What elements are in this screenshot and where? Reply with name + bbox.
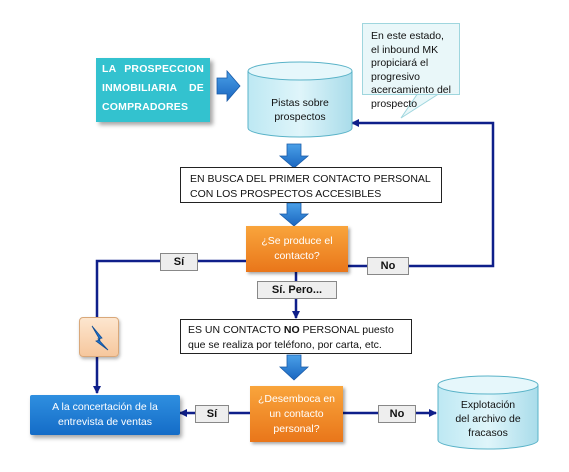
lightning-icon [91,325,109,351]
down-arrow-icon [278,143,310,169]
personal-question-line-3: personal? [273,422,320,435]
first-contact-line-2: CON LOS PROSPECTOS ACCESIBLES [190,188,382,200]
inbound-callout: En este estado, el inbound MK propiciará… [362,23,460,110]
personal-question-line-1: ¿Desemboca en [257,392,336,405]
failures-line-1: Explotación [460,399,516,411]
prospection-line-1: LA PROSPECCION [102,63,204,75]
leads-label: Pistas sobre prospectos [250,96,350,124]
interview-line-2: entrevista de ventas [58,416,152,428]
contact-question-box: ¿Se produce el contacto? [246,226,348,272]
failures-label: Explotación del archivo de fracasos [438,398,538,440]
leads-cylinder [247,61,353,138]
leads-line-1: Pistas sobre [271,97,329,109]
impersonal-contact-line-1: ES UN CONTACTO NO PERSONAL puesto [188,323,404,338]
impersonal-contact-line-2: que se realiza por teléfono, por carta, … [188,339,382,351]
right-arrow-icon [216,69,241,103]
first-contact-box: EN BUSCA DEL PRIMER CONTACTO PERSONAL CO… [180,167,442,203]
first-contact-line-1: EN BUSCA DEL PRIMER CONTACTO PERSONAL [190,173,431,185]
personal-question-line-2: un contacto [269,407,324,420]
edge-label-yes-1: Sí [160,253,198,271]
impersonal-prefix: ES UN CONTACTO [188,324,284,336]
leads-line-2: prospectos [274,111,326,123]
down-arrow-icon [278,354,310,381]
edge-label-yes-2: Sí [195,405,229,423]
prospection-line-2: INMOBILIARIA DE [102,82,204,94]
failures-cylinder [437,375,539,450]
impersonal-suffix: PERSONAL puesto [299,324,394,336]
lightning-icon-box [79,317,119,357]
edge-label-no-1: No [367,257,409,275]
sales-interview-box: A la concertación de la entrevista de ve… [30,395,180,435]
prospection-title-box: LA PROSPECCION INMOBILIARIA DE COMPRADOR… [96,58,210,122]
contact-question-line-2: contacto? [274,250,320,262]
impersonal-bold: NO [283,324,300,336]
prospection-line-3: COMPRADORES [102,101,189,113]
impersonal-contact-box: ES UN CONTACTO NO PERSONAL puesto que se… [180,319,412,354]
failures-line-2: del archivo de [455,413,521,425]
personal-question-box: ¿Desemboca en un contacto personal? [250,386,343,442]
callout-text: En este estado, el inbound MK propiciará… [371,30,451,110]
down-arrow-icon [278,202,310,227]
failures-line-3: fracasos [468,427,508,439]
contact-question-line-1: ¿Se produce el [261,235,333,247]
interview-line-1: A la concertación de la [52,401,158,413]
edge-label-no-2: No [378,405,416,423]
connector-no-loop [348,119,495,268]
edge-label-yes-but: Sí. Pero... [257,281,337,299]
